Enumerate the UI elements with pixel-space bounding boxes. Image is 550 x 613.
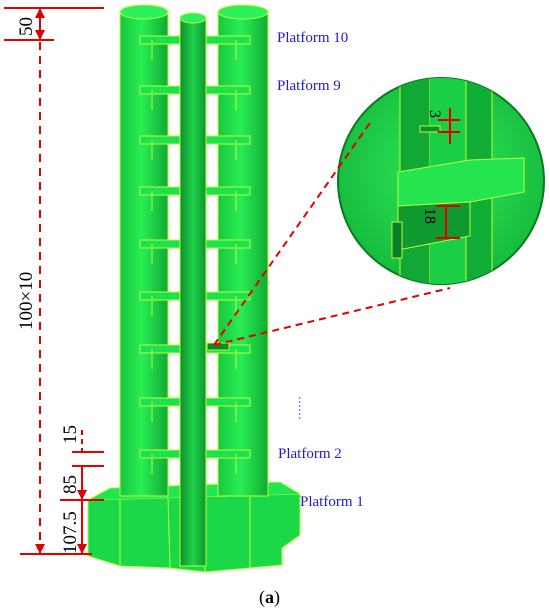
caption: (a) [259, 587, 280, 608]
label-platform-9: Platform 9 [277, 78, 341, 94]
platform-rings [139, 35, 251, 459]
dimension-top: 50 [16, 17, 37, 36]
dimension-main: 100×10 [16, 272, 37, 330]
middle-column [179, 12, 207, 567]
dimension-mid: 85 [60, 475, 81, 494]
detail-source-platform [206, 342, 230, 351]
detail-dimension-lines [436, 108, 460, 239]
left-column [119, 4, 169, 497]
right-column [217, 4, 269, 497]
detail-gap-dimension: 3 [426, 110, 443, 118]
label-platform-10: Platform 10 [277, 30, 348, 46]
platform-posts [151, 40, 237, 474]
label-platform-2: Platform 2 [278, 446, 342, 462]
dimension-arrowheads [35, 8, 87, 554]
detail-leader-lines [213, 119, 451, 346]
detail-plate-dimension: 18 [421, 208, 438, 224]
detail-inset: 3 18 [337, 77, 545, 285]
height-dimension-lines [4, 7, 104, 555]
platform-ellipsis: ······ [293, 396, 307, 420]
label-platform-1: Platform 1 [300, 494, 364, 510]
dimension-base: 107.5 [60, 511, 81, 554]
caption-letter: a [265, 587, 274, 607]
dimension-small: 15 [60, 425, 81, 444]
tower-model [87, 4, 301, 573]
